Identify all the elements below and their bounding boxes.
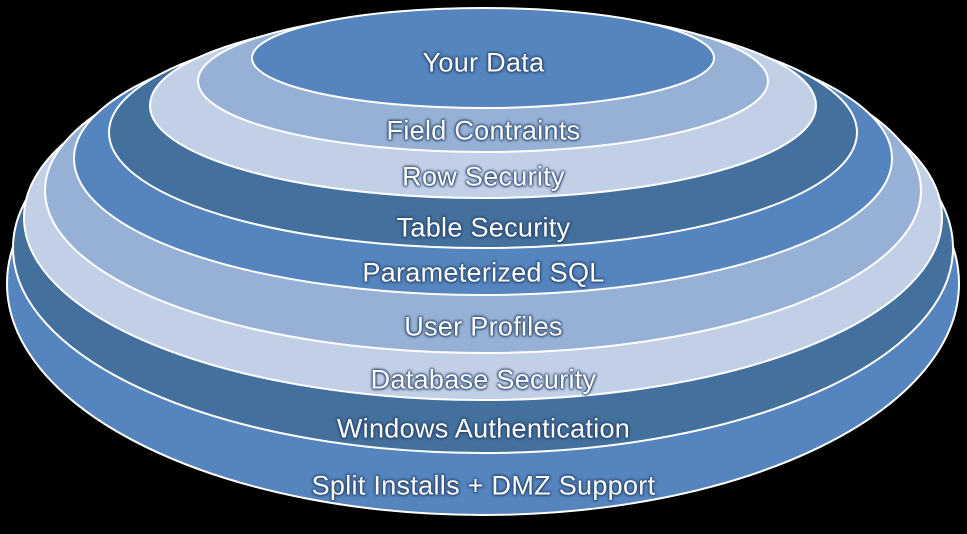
layer-ellipse-your-data	[251, 7, 715, 109]
